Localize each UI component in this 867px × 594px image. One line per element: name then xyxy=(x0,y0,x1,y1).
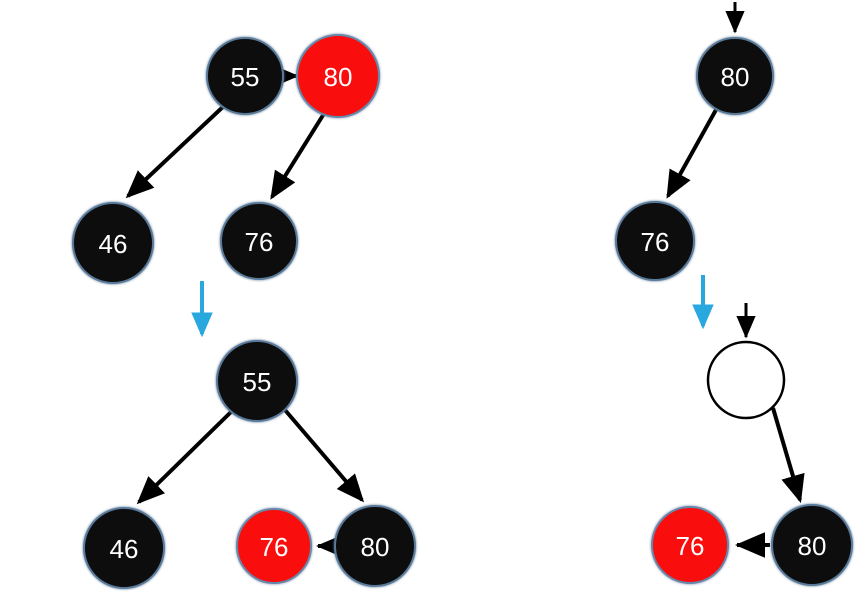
edge-55-to-46 xyxy=(125,102,228,199)
edge-empty-to-80 xyxy=(771,407,805,504)
node-circle[interactable] xyxy=(706,340,786,420)
node-76-right-bottom-red[interactable]: 76 xyxy=(651,506,729,584)
node-55-top[interactable]: 55 xyxy=(206,37,284,115)
edge-55-to-80-after xyxy=(283,408,365,503)
left-tree-before: 55 80 46 76 xyxy=(72,34,380,284)
left-tree-after: 55 46 76 80 xyxy=(83,340,416,589)
node-circle[interactable] xyxy=(696,37,774,115)
node-circle[interactable] xyxy=(236,508,312,584)
edge-80-to-76 xyxy=(270,110,327,200)
node-circle[interactable] xyxy=(83,507,165,589)
node-80-right-top[interactable]: 80 xyxy=(696,37,774,115)
node-circle[interactable] xyxy=(334,505,416,587)
node-circle[interactable] xyxy=(206,37,284,115)
node-circle[interactable] xyxy=(651,506,729,584)
node-circle[interactable] xyxy=(72,202,154,284)
node-76-top[interactable]: 76 xyxy=(220,202,298,280)
node-46-bottom[interactable]: 46 xyxy=(83,507,165,589)
node-circle[interactable] xyxy=(220,202,298,280)
node-55-bottom[interactable]: 55 xyxy=(216,340,298,422)
node-80-top-red[interactable]: 80 xyxy=(296,34,380,118)
node-circle[interactable] xyxy=(216,340,298,422)
node-empty-right[interactable] xyxy=(706,340,786,420)
node-circle[interactable] xyxy=(296,34,380,118)
edge-55-to-46-after xyxy=(136,409,234,505)
node-circle[interactable] xyxy=(615,201,695,281)
node-76-right-top[interactable]: 76 xyxy=(615,201,695,281)
node-80-bottom[interactable]: 80 xyxy=(334,505,416,587)
edge-80-to-76-right xyxy=(666,107,719,199)
right-tree-before: 80 76 xyxy=(615,2,774,281)
node-76-bottom-red[interactable]: 76 xyxy=(236,508,312,584)
node-80-right-bottom[interactable]: 80 xyxy=(771,504,853,586)
node-46-top[interactable]: 46 xyxy=(72,202,154,284)
right-tree-after: 76 80 xyxy=(651,303,853,586)
node-circle[interactable] xyxy=(771,504,853,586)
